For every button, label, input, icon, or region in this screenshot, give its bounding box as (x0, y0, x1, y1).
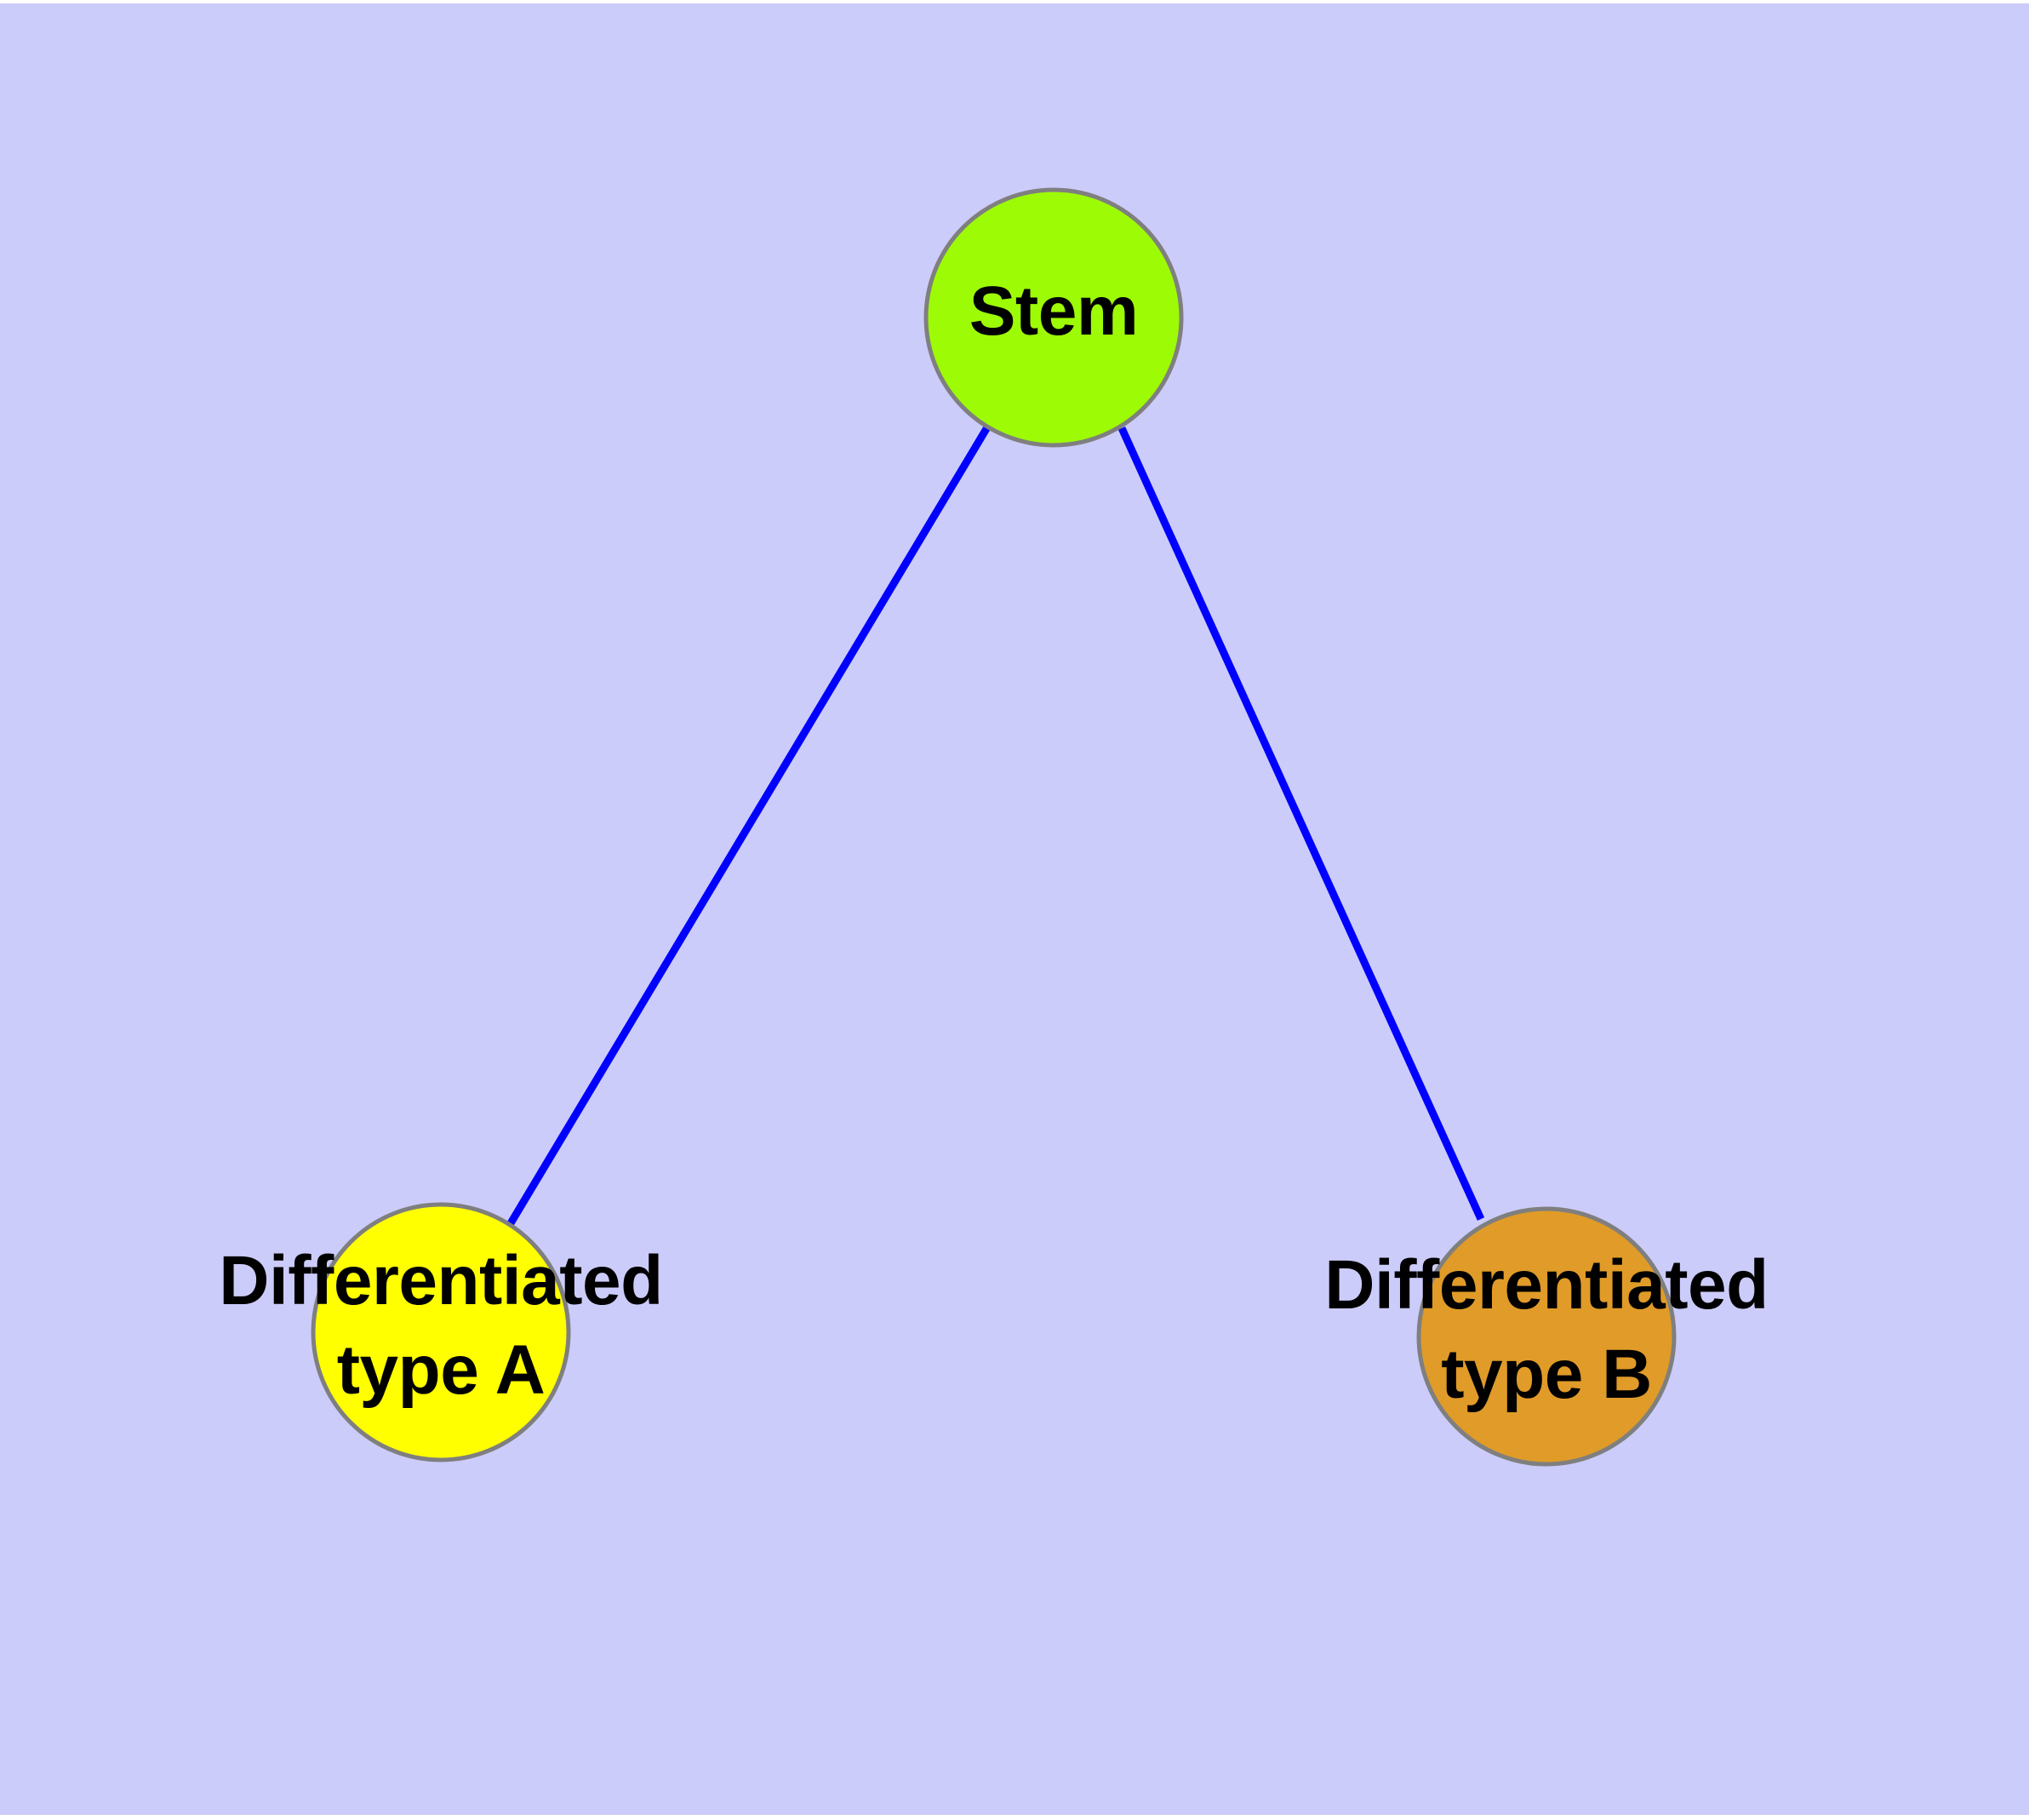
node-stem[interactable] (923, 187, 1184, 448)
node-layer (311, 187, 1677, 1467)
edge-stem-to-type-b (1117, 426, 1485, 1221)
node-differentiated-type-a[interactable] (311, 1202, 571, 1462)
edge-stem-to-type-a (507, 425, 991, 1226)
edge-layer (507, 425, 1485, 1226)
node-differentiated-type-b[interactable] (1416, 1206, 1677, 1467)
